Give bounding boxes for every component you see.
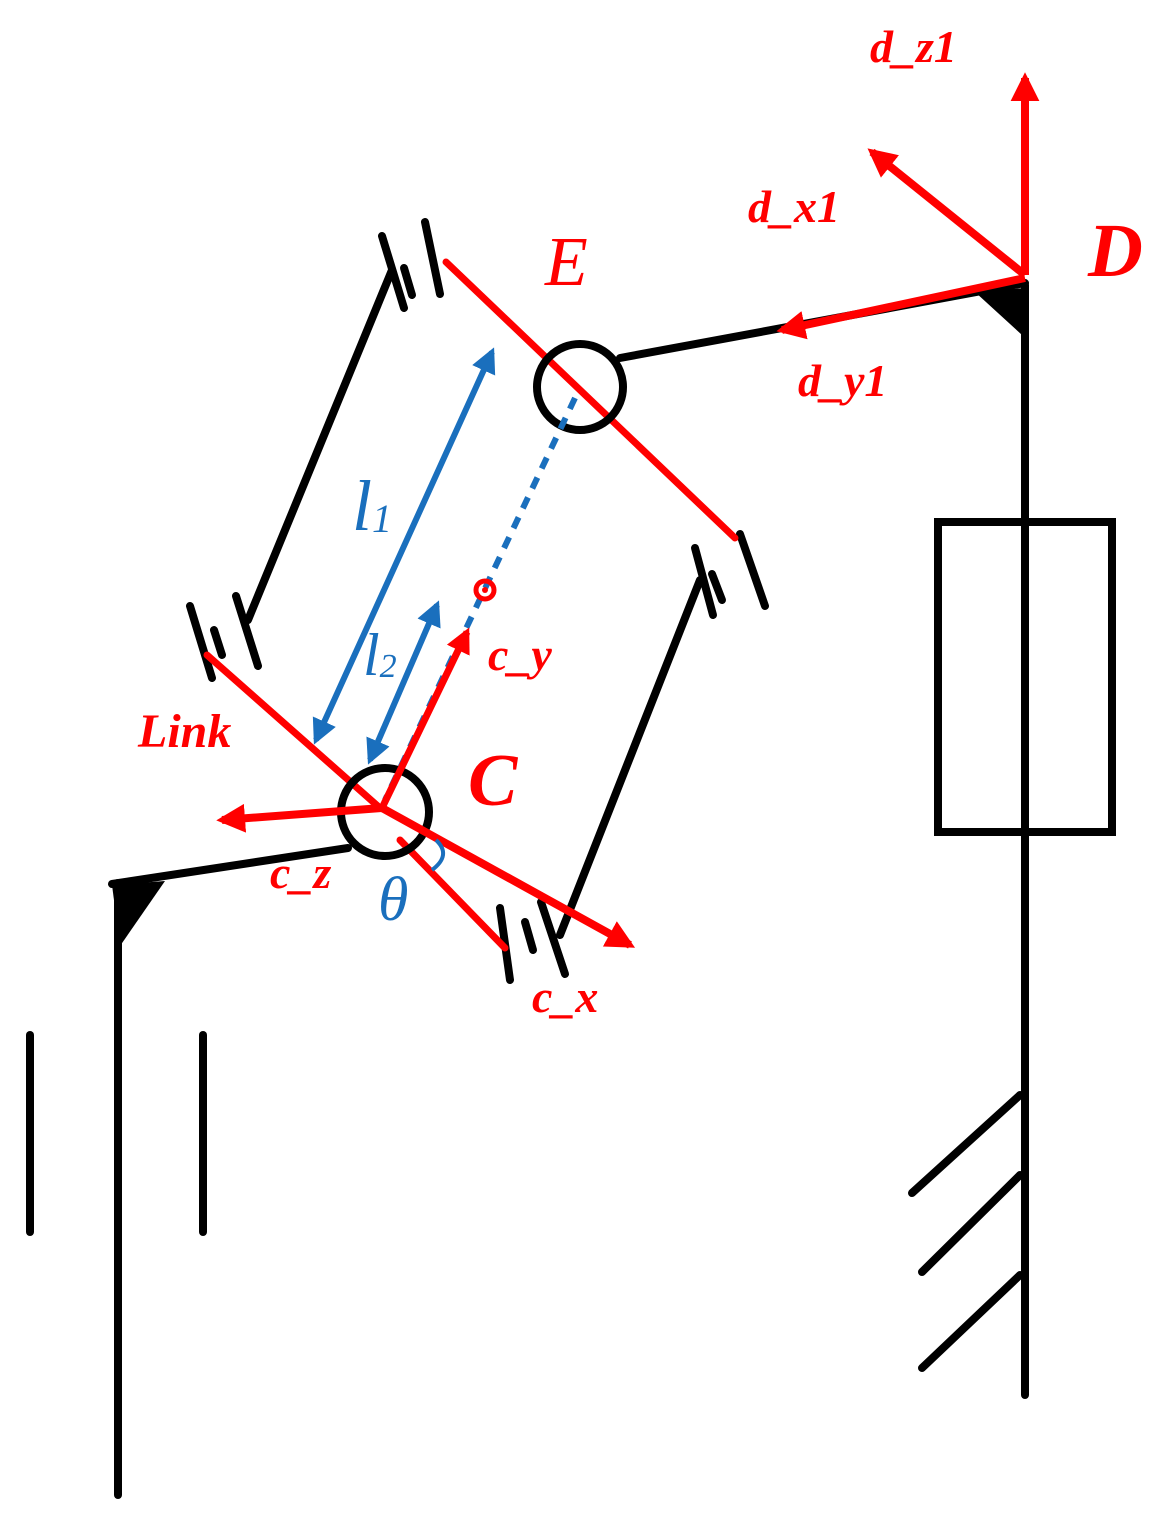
l1-dimension-arrow <box>312 347 496 745</box>
axis-c-x <box>380 804 636 949</box>
joint-e <box>533 340 627 434</box>
bearings <box>186 218 769 984</box>
mass-centre-dot <box>482 587 488 593</box>
label-link: Link <box>137 705 231 758</box>
red-link-e <box>442 258 739 542</box>
label-l1: l1 <box>352 466 392 546</box>
label-e: E <box>544 224 588 301</box>
axis-c-y <box>378 627 471 810</box>
axis-c-z <box>216 803 383 833</box>
red-link-c-lower <box>396 836 509 952</box>
label-d-z1: d_z1 <box>870 21 957 72</box>
label-c-x: c_x <box>532 971 598 1022</box>
label-d-y1: d_y1 <box>798 355 887 406</box>
mass-centre <box>473 578 497 602</box>
joint-d-fillet <box>975 288 1025 335</box>
prismatic-slider <box>934 518 1116 836</box>
theta-arc <box>430 838 445 872</box>
rods <box>244 266 704 939</box>
label-c: C <box>468 740 519 822</box>
axis-d-y1 <box>776 274 1026 340</box>
l2-dimension-arrow <box>366 600 441 765</box>
label-l2: l2 <box>363 622 397 688</box>
label-d-x1: d_x1 <box>748 181 840 232</box>
left-column <box>26 844 352 1499</box>
left-fillet <box>112 881 165 946</box>
label-c-z: c_z <box>270 847 331 898</box>
ground-hatch <box>908 1091 1024 1372</box>
label-d: D <box>1087 209 1143 293</box>
axis-d-x1 <box>867 148 1028 279</box>
label-theta: θ <box>378 866 408 934</box>
label-c-y: c_y <box>488 629 552 680</box>
